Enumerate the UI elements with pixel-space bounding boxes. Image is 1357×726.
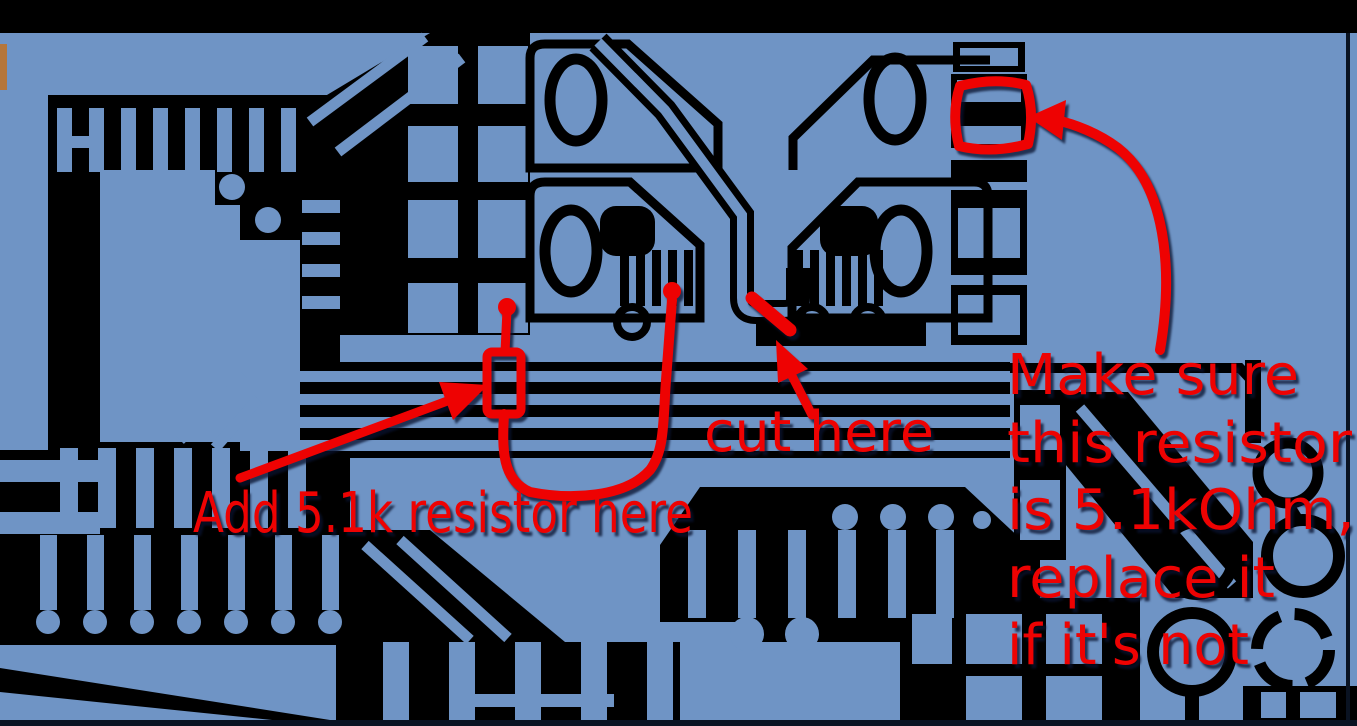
via-ring-thermal bbox=[1251, 608, 1335, 692]
funnel-edge bbox=[788, 55, 990, 170]
diag-trace bbox=[306, 32, 429, 127]
diag-trace bbox=[1075, 404, 1237, 589]
add-resistor-label: Add 5.1k resistor here bbox=[193, 481, 693, 546]
resistor-sketch-dot bbox=[663, 282, 681, 300]
cut-arrowhead bbox=[776, 340, 808, 383]
add-resistor-arrowhead bbox=[439, 382, 488, 420]
ic-via bbox=[219, 174, 245, 200]
via-ring bbox=[1155, 516, 1239, 600]
usb-a-pin-gaps bbox=[620, 250, 693, 306]
usb-b-blob bbox=[820, 206, 878, 256]
pad-ring bbox=[793, 303, 831, 341]
annotation-layer: Add 5.1k resistor here cut here Make sur… bbox=[193, 76, 1355, 678]
cut-here-label: cut here bbox=[704, 400, 934, 465]
verify-line-2: this resistor bbox=[1007, 411, 1353, 476]
diff-pair-inner bbox=[594, 38, 747, 262]
pad-grid bbox=[408, 46, 528, 333]
pad bbox=[1020, 405, 1060, 450]
top-clearance-bar bbox=[0, 0, 1357, 33]
ic-right-pins bbox=[302, 200, 340, 309]
side-tab bbox=[0, 44, 7, 90]
via-link bbox=[1283, 500, 1305, 525]
ic-via bbox=[255, 244, 281, 270]
trace-pocket bbox=[302, 33, 530, 335]
pad bbox=[1020, 480, 1060, 540]
cut-arrow-line bbox=[785, 367, 817, 420]
ic-via bbox=[255, 207, 281, 233]
verify-line-3: is 5.1kOhm, bbox=[1007, 478, 1355, 543]
edge-trace bbox=[0, 460, 100, 482]
usb-a-bottom-outline bbox=[525, 177, 705, 323]
ic-top-pins bbox=[57, 108, 296, 172]
bottom-middle-connector bbox=[688, 504, 991, 651]
usb-a-top-outline bbox=[525, 39, 723, 173]
usb-b-hole bbox=[863, 52, 927, 146]
bottom-left-connector bbox=[36, 535, 342, 634]
verify-arrowhead bbox=[1028, 100, 1066, 140]
bus-traces bbox=[176, 371, 1010, 452]
usb-b-pin-gaps bbox=[794, 250, 883, 306]
cut-mark bbox=[745, 291, 797, 337]
pcb-copper-details bbox=[0, 32, 1336, 726]
bottom-window-edge bbox=[0, 720, 1357, 726]
pad-ring bbox=[613, 303, 651, 341]
resistor-sketch-wire bbox=[498, 295, 677, 502]
bottom-center-connector bbox=[361, 535, 673, 726]
verify-line-1: Make sure bbox=[1007, 343, 1299, 408]
edge-trace bbox=[0, 512, 100, 534]
add-resistor-arrow-line bbox=[235, 395, 455, 483]
verify-line-4: replace it bbox=[1007, 546, 1275, 611]
usb-a-blob bbox=[600, 206, 655, 256]
bus-band bbox=[230, 362, 1010, 458]
verify-resistor-note: Make sure this resistor is 5.1kOhm, repl… bbox=[1007, 343, 1355, 678]
right-window-edge bbox=[1346, 33, 1350, 726]
verify-curved-arrow bbox=[1051, 115, 1171, 355]
resistor-sketch-lead bbox=[500, 305, 512, 357]
pad-ring bbox=[849, 303, 887, 341]
resistor-footprint-stub bbox=[951, 160, 1027, 182]
verify-line-5: if it's not bbox=[1007, 613, 1249, 678]
pcb-outlines bbox=[525, 33, 1345, 722]
bottom-edge-trace bbox=[0, 668, 330, 726]
usb-a-hole bbox=[544, 53, 608, 147]
resistor-highlight-box bbox=[950, 76, 1036, 155]
usb-a-hole bbox=[539, 204, 603, 298]
